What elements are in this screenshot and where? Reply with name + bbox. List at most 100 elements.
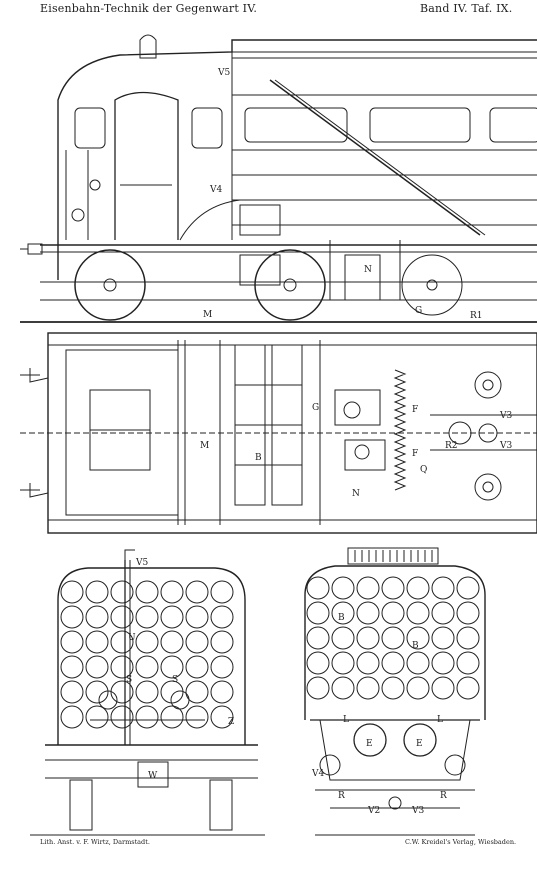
- battery-cell: [356, 651, 380, 675]
- battery-cell: [160, 655, 184, 679]
- battery-cell: [406, 651, 430, 675]
- battery-cell: [60, 680, 84, 704]
- label-v5: V5: [217, 68, 230, 78]
- label-r1: R1: [470, 311, 483, 321]
- label-v4-end: V4: [311, 769, 324, 779]
- battery-cell: [85, 705, 109, 729]
- label-r2: R2: [445, 441, 458, 451]
- battery-cell: [456, 626, 480, 650]
- battery-cell: [306, 576, 330, 600]
- battery-cell: [60, 655, 84, 679]
- battery-cell: [60, 605, 84, 629]
- battery-cell: [210, 630, 234, 654]
- label-n-plan: N: [352, 489, 360, 499]
- lithographer-credit: Lith. Anst. v. F. Wirtz, Darmstadt.: [40, 838, 150, 846]
- end-view-right: [304, 547, 486, 836]
- battery-cell: [160, 580, 184, 604]
- battery-cell: [160, 705, 184, 729]
- label-z: Z: [228, 717, 234, 727]
- battery-cell: [381, 626, 405, 650]
- label-w: W: [148, 771, 158, 781]
- battery-cell: [185, 605, 209, 629]
- battery-cell: [85, 630, 109, 654]
- label-r-left: R: [338, 791, 345, 801]
- battery-cell: [306, 601, 330, 625]
- label-s-right: S: [172, 675, 178, 685]
- plate-reference: Band IV. Taf. IX.: [420, 2, 513, 15]
- battery-cell: [135, 680, 159, 704]
- label-m: M: [203, 310, 212, 320]
- battery-cell: [381, 676, 405, 700]
- label-v3-top: V3: [499, 411, 512, 421]
- label-e-right: E: [416, 739, 423, 749]
- battery-cell: [431, 676, 455, 700]
- battery-cell: [406, 576, 430, 600]
- battery-cell: [85, 580, 109, 604]
- battery-cell: [406, 676, 430, 700]
- side-elevation: [20, 34, 537, 323]
- battery-cell: [356, 626, 380, 650]
- battery-cell: [210, 705, 234, 729]
- label-b-plan: B: [255, 453, 262, 463]
- battery-cell: [135, 630, 159, 654]
- battery-cell: [381, 601, 405, 625]
- battery-cell: [85, 655, 109, 679]
- battery-cell: [185, 655, 209, 679]
- battery-cell: [381, 651, 405, 675]
- battery-cell: [431, 626, 455, 650]
- battery-cell: [60, 705, 84, 729]
- label-g: G: [415, 306, 422, 316]
- battery-cell: [456, 676, 480, 700]
- battery-cell: [210, 580, 234, 604]
- label-e-left: E: [366, 739, 373, 749]
- battery-cell: [135, 605, 159, 629]
- battery-cell: [356, 601, 380, 625]
- battery-cell: [185, 630, 209, 654]
- battery-cell: [356, 576, 380, 600]
- label-l-left: L: [343, 715, 349, 725]
- battery-cell: [431, 651, 455, 675]
- battery-cell: [431, 601, 455, 625]
- label-v3-bottom: V3: [499, 441, 512, 451]
- battery-cell: [185, 680, 209, 704]
- battery-cell: [60, 580, 84, 604]
- label-s-left: S: [126, 675, 132, 685]
- label-v2: V2: [367, 806, 380, 816]
- battery-cell: [60, 630, 84, 654]
- battery-cell: [331, 576, 355, 600]
- battery-cell: [406, 626, 430, 650]
- battery-cell: [456, 651, 480, 675]
- label-f: F: [412, 405, 418, 415]
- label-v4: V4: [209, 185, 222, 195]
- battery-cell: [135, 655, 159, 679]
- label-v5-end: V5: [135, 558, 148, 568]
- battery-cell: [110, 580, 134, 604]
- label-g-plan: G: [312, 403, 319, 413]
- battery-cell: [331, 601, 355, 625]
- battery-cell: [160, 630, 184, 654]
- battery-cell: [110, 705, 134, 729]
- label-q: Q: [420, 465, 427, 475]
- label-n: N: [364, 265, 372, 275]
- battery-cell: [210, 680, 234, 704]
- battery-cell: [110, 655, 134, 679]
- battery-cell: [456, 601, 480, 625]
- battery-cell: [160, 605, 184, 629]
- battery-cell: [356, 676, 380, 700]
- battery-cell: [381, 576, 405, 600]
- battery-cell: [331, 676, 355, 700]
- battery-cell: [306, 626, 330, 650]
- publisher-credit: C.W. Kreidel's Verlag, Wiesbaden.: [405, 838, 517, 846]
- plan-view: [20, 332, 537, 534]
- label-b-end2: B: [412, 641, 419, 651]
- battery-cell: [110, 605, 134, 629]
- end-view-left: [30, 549, 265, 836]
- battery-cell: [406, 601, 430, 625]
- label-v3-end: V3: [411, 806, 424, 816]
- battery-cell: [85, 680, 109, 704]
- drawing-labels: V5 V4 M N G R1 M G F F Q B N R2 V3 V3 V5…: [126, 68, 512, 816]
- battery-cell: [331, 626, 355, 650]
- label-f2: F: [412, 449, 418, 459]
- battery-cell: [210, 655, 234, 679]
